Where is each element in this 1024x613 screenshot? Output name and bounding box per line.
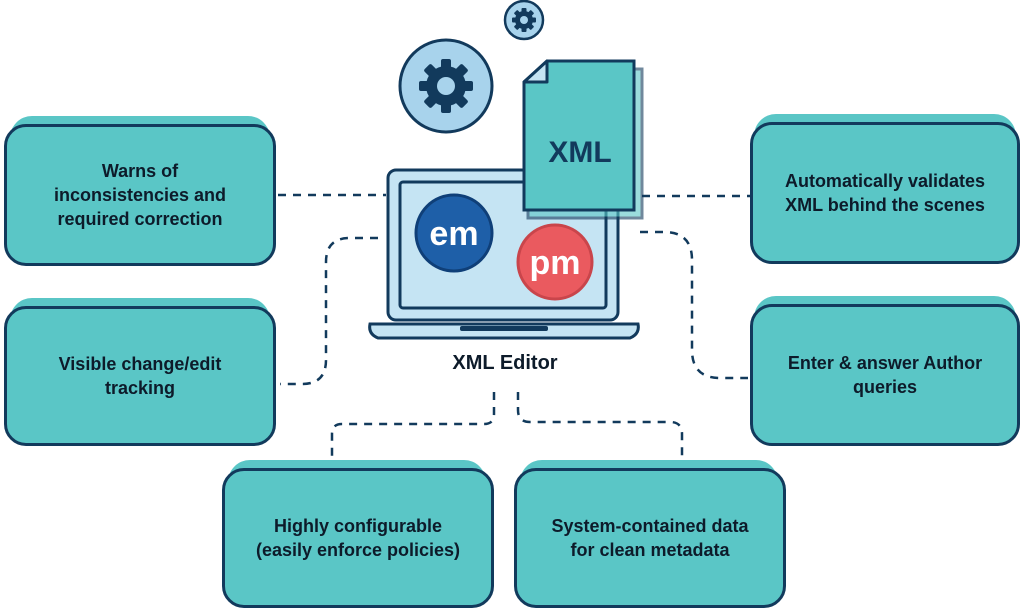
card-configurable-text: Highly configurable (easily enforce poli…: [255, 516, 461, 560]
center-label: XML Editor: [452, 352, 558, 374]
card-warns-text: Warns of inconsistencies and required co…: [53, 161, 227, 229]
connector-tracking: [280, 236, 378, 386]
connectors: [278, 193, 752, 462]
connector-queries: [640, 230, 748, 380]
xml-file-icon: XML: [522, 59, 644, 220]
card-validates-text: Automatically validates XML behind the s…: [784, 171, 986, 215]
pm-logo: pm: [516, 223, 594, 301]
xml-file-label: XML: [548, 136, 611, 169]
card-system: System-contained data for clean metadata: [514, 468, 786, 608]
card-queries-text: Enter & answer Author queries: [787, 353, 983, 397]
em-logo-text: em: [429, 215, 478, 253]
card-configurable: Highly configurable (easily enforce poli…: [222, 468, 494, 608]
card-tracking-text: Visible change/edit tracking: [58, 354, 222, 398]
gear-icon: [398, 38, 494, 134]
card-queries: Enter & answer Author queries: [750, 304, 1020, 446]
card-validates: Automatically validates XML behind the s…: [750, 122, 1020, 264]
em-logo: em: [414, 193, 494, 273]
card-tracking: Visible change/edit tracking: [4, 306, 276, 446]
card-system-text: System-contained data for clean metadata: [551, 516, 749, 560]
card-warns: Warns of inconsistencies and required co…: [4, 124, 276, 266]
pm-logo-text: pm: [530, 244, 581, 282]
connector-configurable: [330, 392, 496, 462]
connector-system: [516, 392, 684, 462]
small-gear-icon: [503, 0, 545, 41]
